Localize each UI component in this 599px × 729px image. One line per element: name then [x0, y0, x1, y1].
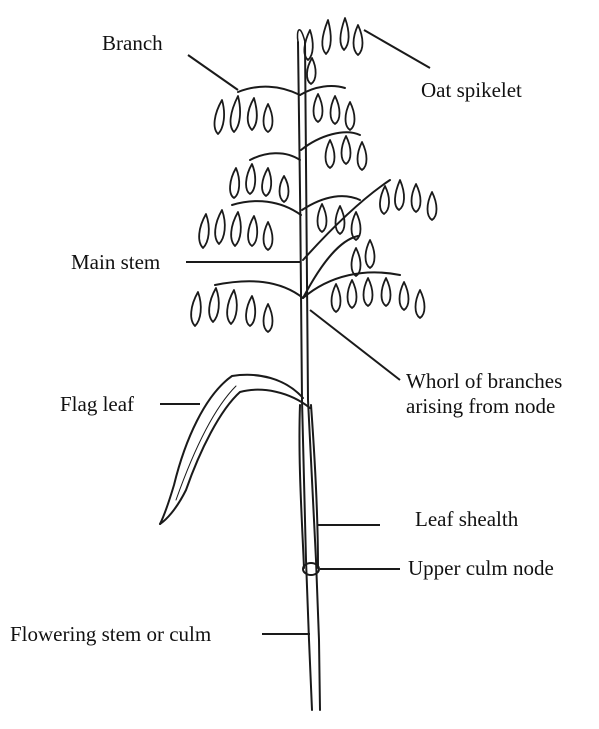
flag-leaf: [160, 375, 310, 524]
label-whorl-line2: arising from node: [406, 394, 555, 418]
label-main-stem: Main stem: [71, 250, 160, 274]
leader-branch: [188, 55, 238, 90]
plant-stem: [297, 30, 320, 710]
oat-spikelets: [191, 18, 436, 332]
label-whorl-line1: Whorl of branches: [406, 369, 562, 393]
leader-oat-spikelet: [364, 30, 430, 68]
label-flowering-stem: Flowering stem or culm: [10, 622, 211, 646]
label-branch: Branch: [102, 31, 163, 55]
label-leaf-sheath: Leaf shealth: [415, 507, 519, 531]
label-flag-leaf: Flag leaf: [60, 392, 134, 416]
leader-whorl: [310, 310, 400, 380]
leader-lines: [160, 30, 430, 634]
label-oat-spikelet: Oat spikelet: [421, 78, 522, 102]
label-upper-culm-node: Upper culm node: [408, 556, 554, 580]
